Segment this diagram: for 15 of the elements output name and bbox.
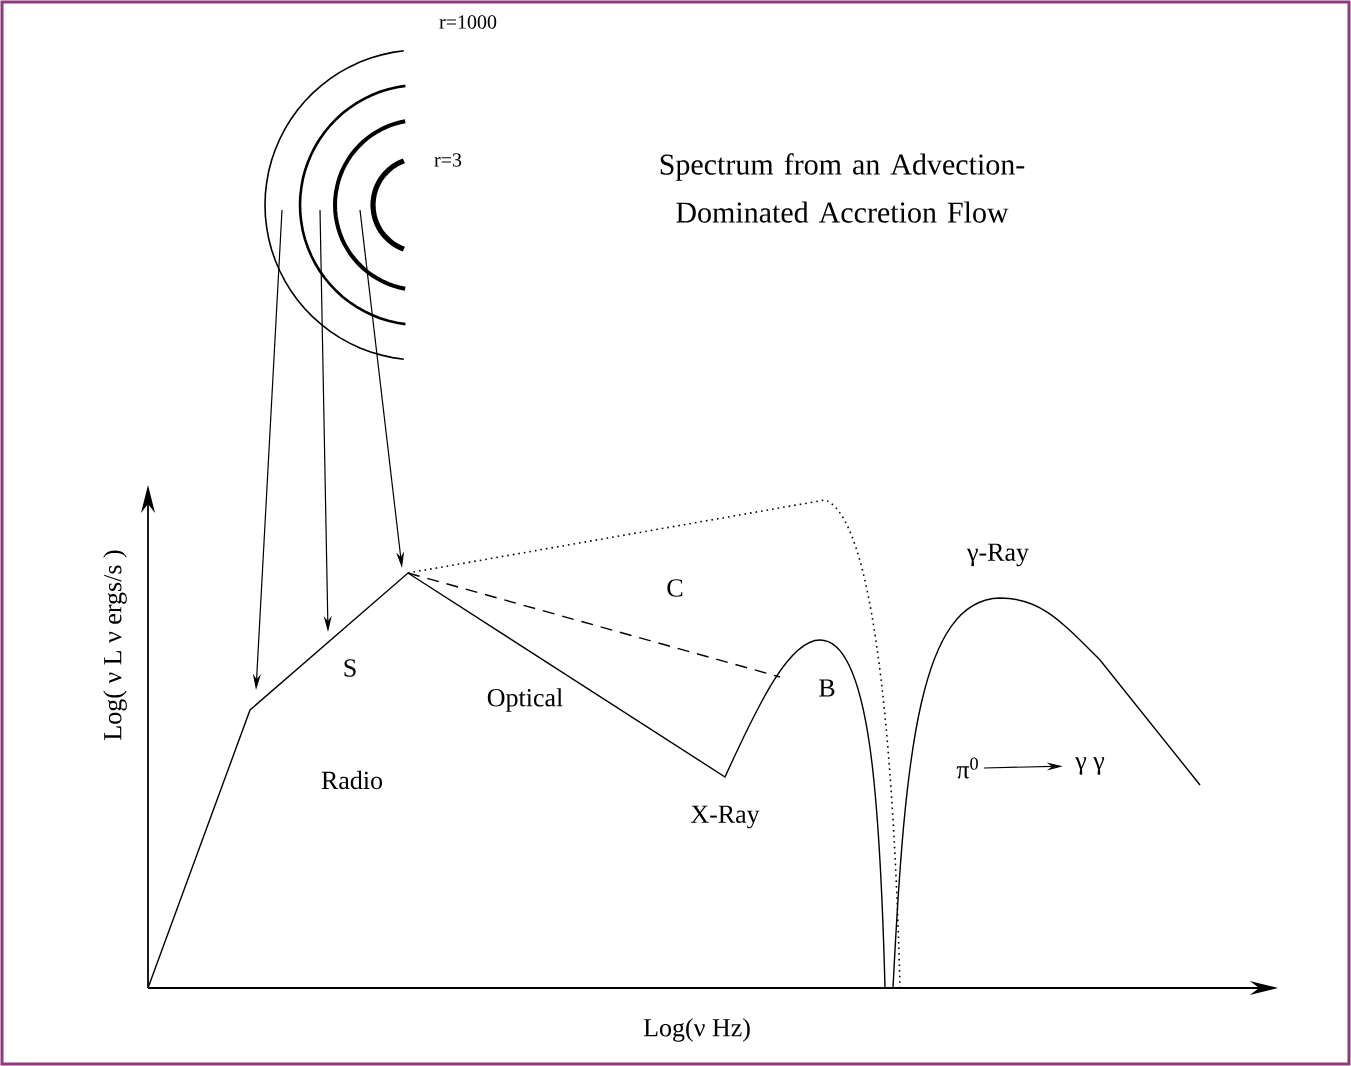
symbol-text: γ γ [1075, 757, 1105, 775]
region-label: γ-Ray [966, 543, 1029, 567]
region-label: Radio [321, 770, 383, 790]
axis-label: Log(ν Hz) [643, 1018, 750, 1042]
region-label: C [667, 579, 683, 597]
symbol-text: π$^{0}$ [956, 757, 978, 779]
title: Spectrum from an Advection-Dominated Accretion Flow [660, 153, 1025, 223]
emission-rings-drawing [264, 50, 406, 360]
region-label: Optical [487, 688, 563, 712]
region-label: B [819, 679, 835, 697]
radius-label: r=3 [434, 153, 462, 167]
region-label: X-Ray [690, 805, 760, 829]
region-label: S [344, 659, 356, 677]
axis-label: Log( ν L ν ergs/s ) [103, 550, 127, 740]
radius-label: r=1000 [439, 15, 497, 29]
